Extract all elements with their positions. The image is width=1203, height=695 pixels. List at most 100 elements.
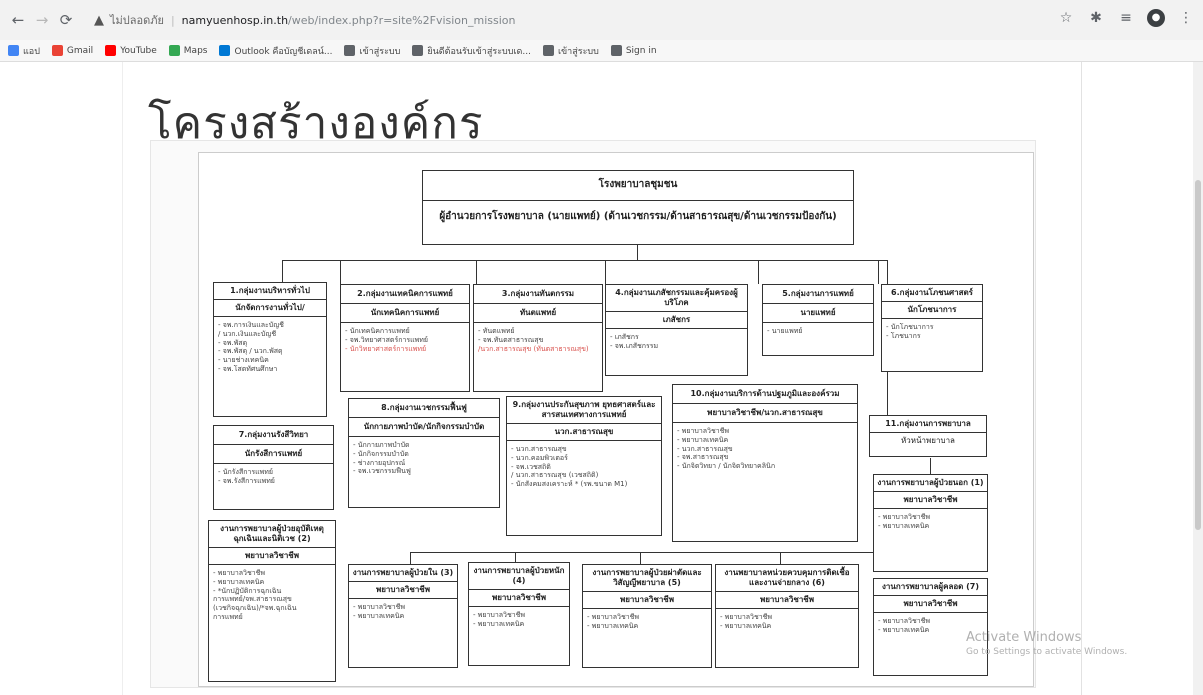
bookmark-item[interactable]: Gmail (51, 45, 94, 56)
position-item: - จพ.การเงินและบัญชี (218, 321, 284, 329)
reload-icon[interactable]: ⟳ (59, 11, 73, 29)
group-9-box: 9.กลุ่มงานประกันสุขภาพ ยุทธศาสตร์และสารส… (506, 396, 662, 536)
profile-icon[interactable]: ● (1147, 9, 1165, 27)
position-item: - พยาบาลเทคนิค (677, 435, 729, 444)
nursing-ic-box: งานพยาบาลหน่วยควบคุมการติดเชื้อและงานจ่า… (715, 564, 859, 668)
bookmark-item[interactable]: Outlook คือบัญชีเดลน์... (219, 44, 332, 58)
position-item: - พยาบาลเทคนิค (720, 621, 772, 630)
bookmark-item[interactable]: ยินดีต้อนรับเข้าสู่ระบบเด... (412, 44, 531, 58)
bookmark-icon (412, 45, 424, 56)
nursing-or-list: - พยาบาลวิชาชีพ- พยาบาลเทคนิค (583, 609, 711, 635)
connector-line (340, 260, 341, 284)
bookmark-item[interactable]: Maps (168, 45, 208, 56)
bookmark-label: แอป (23, 46, 40, 57)
group-8-box: 8.กลุ่มงานเวชกรรมฟื้นฟู นักกายภาพบำบัด/น… (348, 398, 500, 508)
url-path[interactable]: /web/index.php?r=site%2Fvision_mission (288, 13, 516, 27)
nursing-ic-list: - พยาบาลวิชาชีพ- พยาบาลเทคนิค (716, 609, 858, 635)
bookmark-item[interactable]: เข้าสู่ระบบ (344, 44, 400, 58)
nursing-ipd-head: พยาบาลวิชาชีพ (349, 582, 457, 599)
group-9-head: นวก.สาธารณสุข (507, 424, 661, 441)
group-7-list: - นักรังสีการแพทย์- จพ.รังสีการแพทย์ (214, 464, 333, 490)
activate-windows-watermark: Activate Windows Go to Settings to activ… (966, 630, 1127, 657)
url-host[interactable]: namyuenhosp.in.th (181, 13, 289, 27)
group-1-title: 1.กลุ่มงานบริหารทั่วไป (214, 283, 326, 300)
position-item: - พยาบาลวิชาชีพ (587, 613, 640, 621)
connector-line (640, 552, 641, 564)
group-4-list: - เภสัชกร- จพ.เภสัชกรรม (606, 329, 747, 355)
group-5-list: - นายแพทย์ (763, 323, 873, 340)
group-3-head: ทันตแพทย์ (474, 304, 602, 323)
scrollbar-thumb[interactable] (1195, 180, 1201, 530)
bookmark-item[interactable]: เข้าสู่ระบบ (542, 44, 599, 58)
group-6-box: 6.กลุ่มงานโภชนศาสตร์ นักโภชนาการ - นักโภ… (881, 284, 983, 372)
group-5-title: 5.กลุ่มงานการแพทย์ (763, 285, 873, 304)
group-7-box: 7.กลุ่มงานรังสีวิทยา นักรังสีการแพทย์ - … (213, 425, 334, 510)
position-item: - นวก.สาธารณสุข (511, 445, 567, 453)
menu-icon[interactable]: ⋮ (1179, 10, 1193, 26)
nursing-ipd-title: งานการพยาบาลผู้ป่วยใน (3) (349, 565, 457, 582)
group-1-head: นักจัดการงานทั่วไป/ (214, 300, 326, 317)
bookmark-label: Gmail (66, 45, 94, 56)
group-10-box: 10.กลุ่มงานบริการด้านปฐมภูมิและองค์รวม พ… (672, 384, 858, 542)
position-item: - จพ.พัสดุ (218, 338, 248, 347)
position-item: - พยาบาลวิชาชีพ (677, 427, 730, 435)
position-item: การแพทย์ (213, 612, 243, 621)
bookmark-label: เข้าสู่ระบบ (359, 46, 401, 57)
bookmark-icon (610, 45, 622, 56)
address-bar[interactable]: ▲ ไม่ปลอดภัย | namyuenhosp.in.th/web/ind… (94, 9, 516, 31)
bookmark-icon (51, 45, 63, 56)
bookmark-item[interactable]: Sign in (610, 45, 657, 56)
watermark-line-1: Activate Windows (966, 630, 1082, 645)
group-10-list: - พยาบาลวิชาชีพ- พยาบาลเทคนิค- นวก.สาธาร… (673, 423, 857, 475)
org-root-box: โรงพยาบาลชุมชน ผู้อำนวยการโรงพยาบาล (นาย… (422, 170, 854, 245)
reading-list-icon[interactable]: ≡ (1120, 10, 1132, 26)
extensions-icon[interactable]: ✱ (1090, 10, 1102, 26)
connector-line (758, 260, 759, 284)
bookmark-label: เข้าสู่ระบบ (557, 46, 599, 57)
group-6-list: - นักโภชนาการ- โภชนากร (882, 319, 982, 345)
position-item: - นายแพทย์ (767, 327, 803, 335)
position-item: - ทันตแพทย์ (478, 327, 515, 335)
group-9-list: - นวก.สาธารณสุข- นวก.คอมพิวเตอร์- จพ.เวช… (507, 441, 661, 493)
bookmark-label: Outlook คือบัญชีเดลน์... (234, 46, 333, 57)
bookmark-item[interactable]: แอป (8, 44, 40, 58)
star-icon[interactable]: ☆ (1059, 10, 1073, 26)
back-arrow-icon[interactable]: ← (11, 11, 25, 29)
position-item: - เภสัชกร (610, 333, 639, 341)
group-7-title: 7.กลุ่มงานรังสีวิทยา (214, 426, 333, 445)
nursing-icu-box: งานการพยาบาลผู้ป่วยหนัก (4) พยาบาลวิชาชี… (468, 562, 570, 666)
position-item: - จพ.ทันตสาธารณสุข (478, 335, 544, 344)
nursing-opd-list: - พยาบาลวิชาชีพ- พยาบาลเทคนิค (874, 509, 987, 535)
position-item: - จพ.เภสัชกรรม (610, 341, 659, 350)
group-11-box: 11.กลุ่มงานการพยาบาล หัวหน้าพยาบาล (869, 415, 987, 457)
group-5-box: 5.กลุ่มงานการแพทย์ นายแพทย์ - นายแพทย์ (762, 284, 874, 356)
group-2-head: นักเทคนิคการแพทย์ (341, 304, 469, 323)
forward-arrow-icon[interactable]: → (35, 11, 49, 29)
position-item: - พยาบาลวิชาชีพ (353, 603, 406, 611)
group-2-box: 2.กลุ่มงานเทคนิคการแพทย์ นักเทคนิคการแพท… (340, 284, 470, 392)
group-4-box: 4.กลุ่มงานเภสัชกรรมและคุ้มครองผู้บริโภค … (605, 284, 748, 376)
connector-line (930, 458, 931, 476)
position-item: - นวก.คอมพิวเตอร์ (511, 453, 568, 462)
nursing-icu-list: - พยาบาลวิชาชีพ- พยาบาลเทคนิค (469, 607, 569, 633)
connector-line (282, 260, 283, 282)
position-item: - *นักปฏิบัติการฉุกเฉิน (213, 586, 282, 595)
group-3-list: - ทันตแพทย์- จพ.ทันตสาธารณสุข/นวก.สาธารณ… (474, 323, 602, 357)
warning-icon[interactable]: ▲ (94, 12, 104, 28)
bookmark-label: Maps (183, 45, 208, 56)
position-item: - พยาบาลวิชาชีพ (720, 613, 773, 621)
position-item: /นวก.สาธารณสุข (ทันตสาธารณสุข) (478, 344, 589, 353)
position-item: - โภชนากร (886, 331, 921, 340)
bookmark-item[interactable]: YouTube (105, 45, 157, 56)
url-separator: | (170, 13, 175, 27)
position-item: - จพ.พัสดุ / นวก.พัสดุ (218, 347, 283, 356)
insecure-label[interactable]: ไม่ปลอดภัย (110, 14, 164, 27)
bookmark-icon (105, 45, 117, 56)
org-root-director: ผู้อำนวยการโรงพยาบาล (นายแพทย์) (ด้านเวช… (439, 210, 837, 222)
group-9-title: 9.กลุ่มงานประกันสุขภาพ ยุทธศาสตร์และสารส… (507, 397, 661, 424)
connector-line (476, 260, 477, 284)
position-item: - พยาบาลวิชาชีพ (878, 617, 931, 625)
group-8-head: นักกายภาพบำบัด/นักกิจกรรมบำบัด (349, 418, 499, 437)
bookmark-icon (219, 45, 231, 56)
group-10-head: พยาบาลวิชาชีพ/นวก.สาธารณสุข (673, 404, 857, 423)
